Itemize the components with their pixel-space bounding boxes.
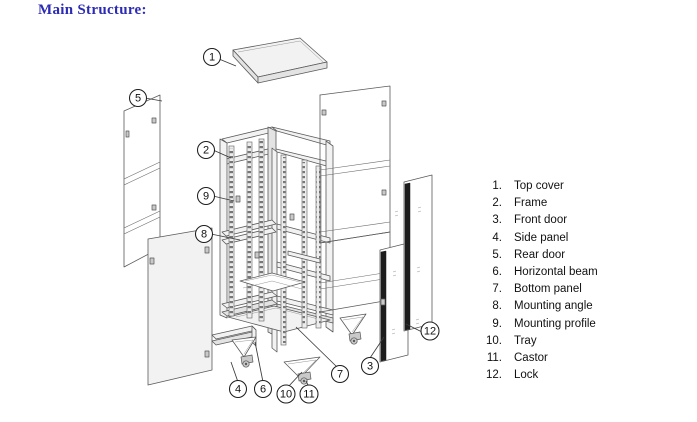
callout-2: 2	[196, 140, 216, 160]
legend-number: 1.	[492, 180, 502, 192]
legend-number: 12.	[486, 369, 502, 382]
svg-text:12: 12	[424, 326, 436, 338]
legend-number: 11.	[486, 351, 502, 364]
legend-number: 3.	[492, 214, 502, 227]
svg-text:10: 10	[280, 389, 292, 401]
mounting-angle-tab	[235, 195, 241, 203]
part-castor-right	[283, 356, 321, 385]
leader-lines	[144, 58, 425, 388]
legend-label: Top cover	[514, 180, 564, 192]
legend-label: Frame	[514, 197, 548, 210]
legend-number: 2.	[492, 197, 502, 210]
legend-label: Side panel	[514, 231, 569, 244]
legend-item-2: 2. Frame	[470, 197, 685, 214]
svg-text:5: 5	[135, 93, 141, 105]
legend-number: 5.	[492, 248, 502, 261]
callout-7: 7	[330, 364, 350, 384]
callout-3: 3	[360, 356, 380, 376]
legend-label: Horizontal beam	[514, 265, 598, 278]
legend-item-12: 12. Lock	[470, 369, 685, 386]
part-front-door	[379, 174, 433, 363]
legend-number: 10.	[486, 334, 502, 347]
svg-text:11: 11	[303, 389, 314, 401]
legend-number: 4.	[492, 231, 502, 244]
legend-item-8: 8. Mounting angle	[470, 300, 685, 317]
callout-4: 4	[228, 379, 248, 399]
callout-9: 9	[196, 186, 216, 206]
legend-label: Mounting profile	[514, 317, 596, 330]
svg-text:2: 2	[203, 145, 209, 157]
part-side-panel	[147, 227, 213, 386]
callout-10: 10	[276, 384, 296, 404]
part-castor-left	[231, 336, 257, 368]
lock-barrel	[380, 298, 386, 306]
svg-text:1: 1	[209, 52, 215, 64]
legend-item-7: 7. Bottom panel	[470, 283, 685, 300]
svg-text:9: 9	[203, 191, 209, 203]
part-front-door-frame	[319, 85, 391, 313]
legend-item-11: 11. Castor	[470, 352, 685, 369]
legend-label: Lock	[514, 369, 539, 382]
legend-label: Rear door	[514, 248, 566, 261]
legend-item-1: 1. Top cover	[470, 180, 685, 197]
parts-legend: 1. Top cover 2. Frame 3. Front door 4. Side pan…	[470, 180, 685, 386]
legend-number: 9.	[492, 317, 502, 330]
legend-item-5: 5. Rear door	[470, 249, 685, 266]
callout-5: 5	[128, 88, 148, 108]
part-frame	[219, 126, 334, 353]
svg-text:4: 4	[235, 384, 241, 396]
page-title: Main Structure:	[38, 2, 147, 18]
svg-text:7: 7	[337, 369, 343, 381]
legend-label: Front door	[514, 214, 568, 227]
part-castor-door-side	[339, 313, 367, 345]
legend-item-4: 4. Side panel	[470, 232, 685, 249]
legend-label: Castor	[514, 351, 548, 364]
svg-text:6: 6	[260, 384, 266, 396]
callout-1: 1	[202, 47, 222, 67]
mounting-profile-group	[228, 138, 322, 346]
legend-item-10: 10. Tray	[470, 335, 685, 352]
legend-item-9: 9. Mounting profile	[470, 318, 685, 335]
legend-label: Tray	[514, 334, 537, 347]
legend-number: 6.	[492, 265, 502, 278]
callout-11: 11	[299, 384, 319, 404]
callout-6: 6	[253, 379, 273, 399]
legend-item-3: 3. Front door	[470, 214, 685, 231]
legend-label: Mounting angle	[514, 300, 593, 313]
callout-8: 8	[194, 224, 214, 244]
legend-item-6: 6. Horizontal beam	[470, 266, 685, 283]
legend-number: 8.	[492, 300, 502, 313]
part-top-cover	[232, 37, 328, 84]
legend-label: Bottom panel	[514, 283, 582, 296]
callout-12: 12	[420, 321, 440, 341]
svg-text:8: 8	[201, 229, 207, 241]
callout-markers: 1 2 3 4 5 6 7 8 9 10 11 12	[128, 47, 440, 404]
legend-number: 7.	[492, 283, 502, 296]
svg-text:3: 3	[367, 361, 373, 373]
